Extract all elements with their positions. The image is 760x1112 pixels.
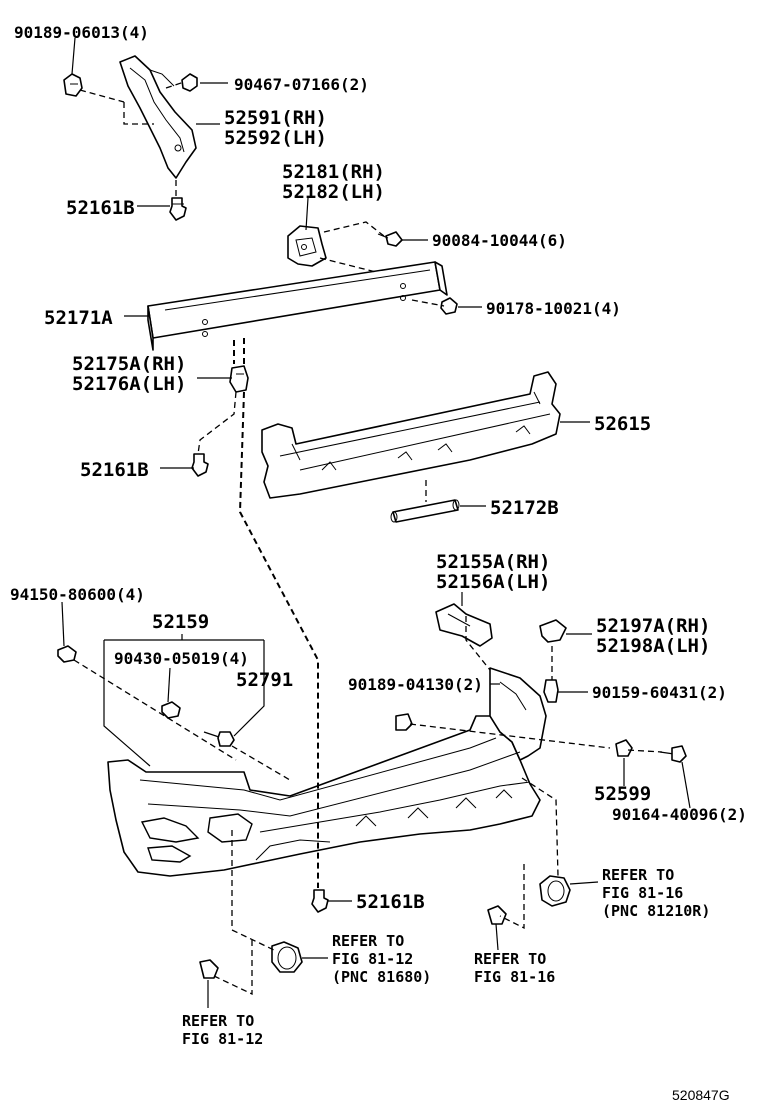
label-90084-10044: 90084-10044(6)	[432, 231, 567, 250]
label-90189-06013: 90189-06013(4)	[14, 23, 149, 42]
clip-90189-04130-part	[395, 713, 413, 731]
label-52155a: 52155A(RH)	[436, 551, 550, 573]
label-52171a: 52171A	[44, 307, 113, 329]
bolt-52791-part	[203, 731, 235, 747]
label-94150-80600: 94150-80600(4)	[10, 585, 145, 604]
ref-81-12-b-line1: REFER TO	[182, 1012, 254, 1030]
label-52197a: 52197A(RH)	[596, 615, 710, 637]
screw-90164-40096-part	[659, 745, 687, 763]
lamp-socket-right-part	[539, 875, 571, 907]
label-52591: 52591(RH)	[224, 107, 327, 129]
clip-52161b-mid-part	[191, 453, 209, 477]
label-90159-60431: 90159-60431(2)	[592, 683, 727, 702]
gasket-90430-05019-part	[161, 701, 181, 719]
label-90189-04130: 90189-04130(2)	[348, 675, 483, 694]
screw-90159-60431-part	[543, 679, 559, 703]
clip-90467-07166-part	[181, 73, 198, 92]
reinforcement-bracket-part	[287, 225, 327, 267]
label-52156a: 52156A(LH)	[436, 571, 550, 593]
reference-notes: REFER TO FIG 81-16 (PNC 81210R) REFER TO…	[182, 866, 710, 1048]
label-52161b-mid: 52161B	[80, 459, 149, 481]
screw-fig-81-12-part	[199, 959, 219, 979]
label-52181: 52181(RH)	[282, 161, 385, 183]
screw-fig-81-16-part	[487, 905, 507, 925]
ref-81-12-b-line2: FIG 81-12	[182, 1030, 263, 1048]
document-code: 520847G	[672, 1087, 730, 1103]
part-number-labels: 90189-06013(4) 90467-07166(2) 52591(RH) …	[10, 23, 747, 913]
clip-52161b-top-part	[169, 197, 187, 221]
nut-90178-10021-part	[440, 297, 458, 315]
ref-81-16-a-line1: REFER TO	[602, 866, 674, 884]
clip-90189-06013-part	[63, 73, 83, 97]
side-retainer-52155a-part	[435, 603, 493, 647]
rear-bumper-cover-part	[107, 667, 547, 877]
ref-81-16-b-line1: REFER TO	[474, 950, 546, 968]
ref-81-12-a-line3: (PNC 81680)	[332, 968, 431, 986]
label-52176a: 52176A(LH)	[72, 373, 186, 395]
label-90430-05019: 90430-05019(4)	[114, 649, 249, 668]
nut-94150-80600-part	[57, 645, 77, 663]
bolt-90084-10044-part	[377, 231, 403, 247]
label-52159: 52159	[152, 611, 209, 633]
label-52791: 52791	[236, 669, 293, 691]
ref-81-16-b-line2: FIG 81-16	[474, 968, 555, 986]
ref-81-16-a-line2: FIG 81-16	[602, 884, 683, 902]
washer-52599-part	[615, 739, 633, 757]
ref-81-12-a-line2: FIG 81-12	[332, 950, 413, 968]
label-52172b: 52172B	[490, 497, 559, 519]
label-52175a: 52175A(RH)	[72, 353, 186, 375]
side-bracket-52175a-part	[229, 365, 249, 393]
retainer-bracket-part	[119, 55, 197, 179]
assembly-dashed-lines	[73, 81, 663, 996]
leader-lines	[61, 37, 691, 1008]
label-90164-40096: 90164-40096(2)	[612, 805, 747, 824]
label-52592: 52592(LH)	[224, 127, 327, 149]
lamp-socket-left-part	[271, 941, 303, 973]
ref-81-16-a-line3: (PNC 81210R)	[602, 902, 710, 920]
label-90467-07166: 90467-07166(2)	[234, 75, 369, 94]
clip-52161b-bottom-part	[311, 889, 329, 913]
spacer-52172b-part	[390, 499, 460, 523]
retainer-52197a-part	[539, 619, 567, 643]
label-90178-10021: 90178-10021(4)	[486, 299, 621, 318]
label-52599: 52599	[594, 783, 651, 805]
label-52161b-bottom: 52161B	[356, 891, 425, 913]
label-52198a: 52198A(LH)	[596, 635, 710, 657]
ref-81-12-a-line1: REFER TO	[332, 932, 404, 950]
label-52182: 52182(LH)	[282, 181, 385, 203]
bumper-reinforcement-beam-part	[147, 261, 448, 351]
label-52615: 52615	[594, 413, 651, 435]
energy-absorber-part	[261, 371, 561, 499]
label-52161b-top: 52161B	[66, 197, 135, 219]
